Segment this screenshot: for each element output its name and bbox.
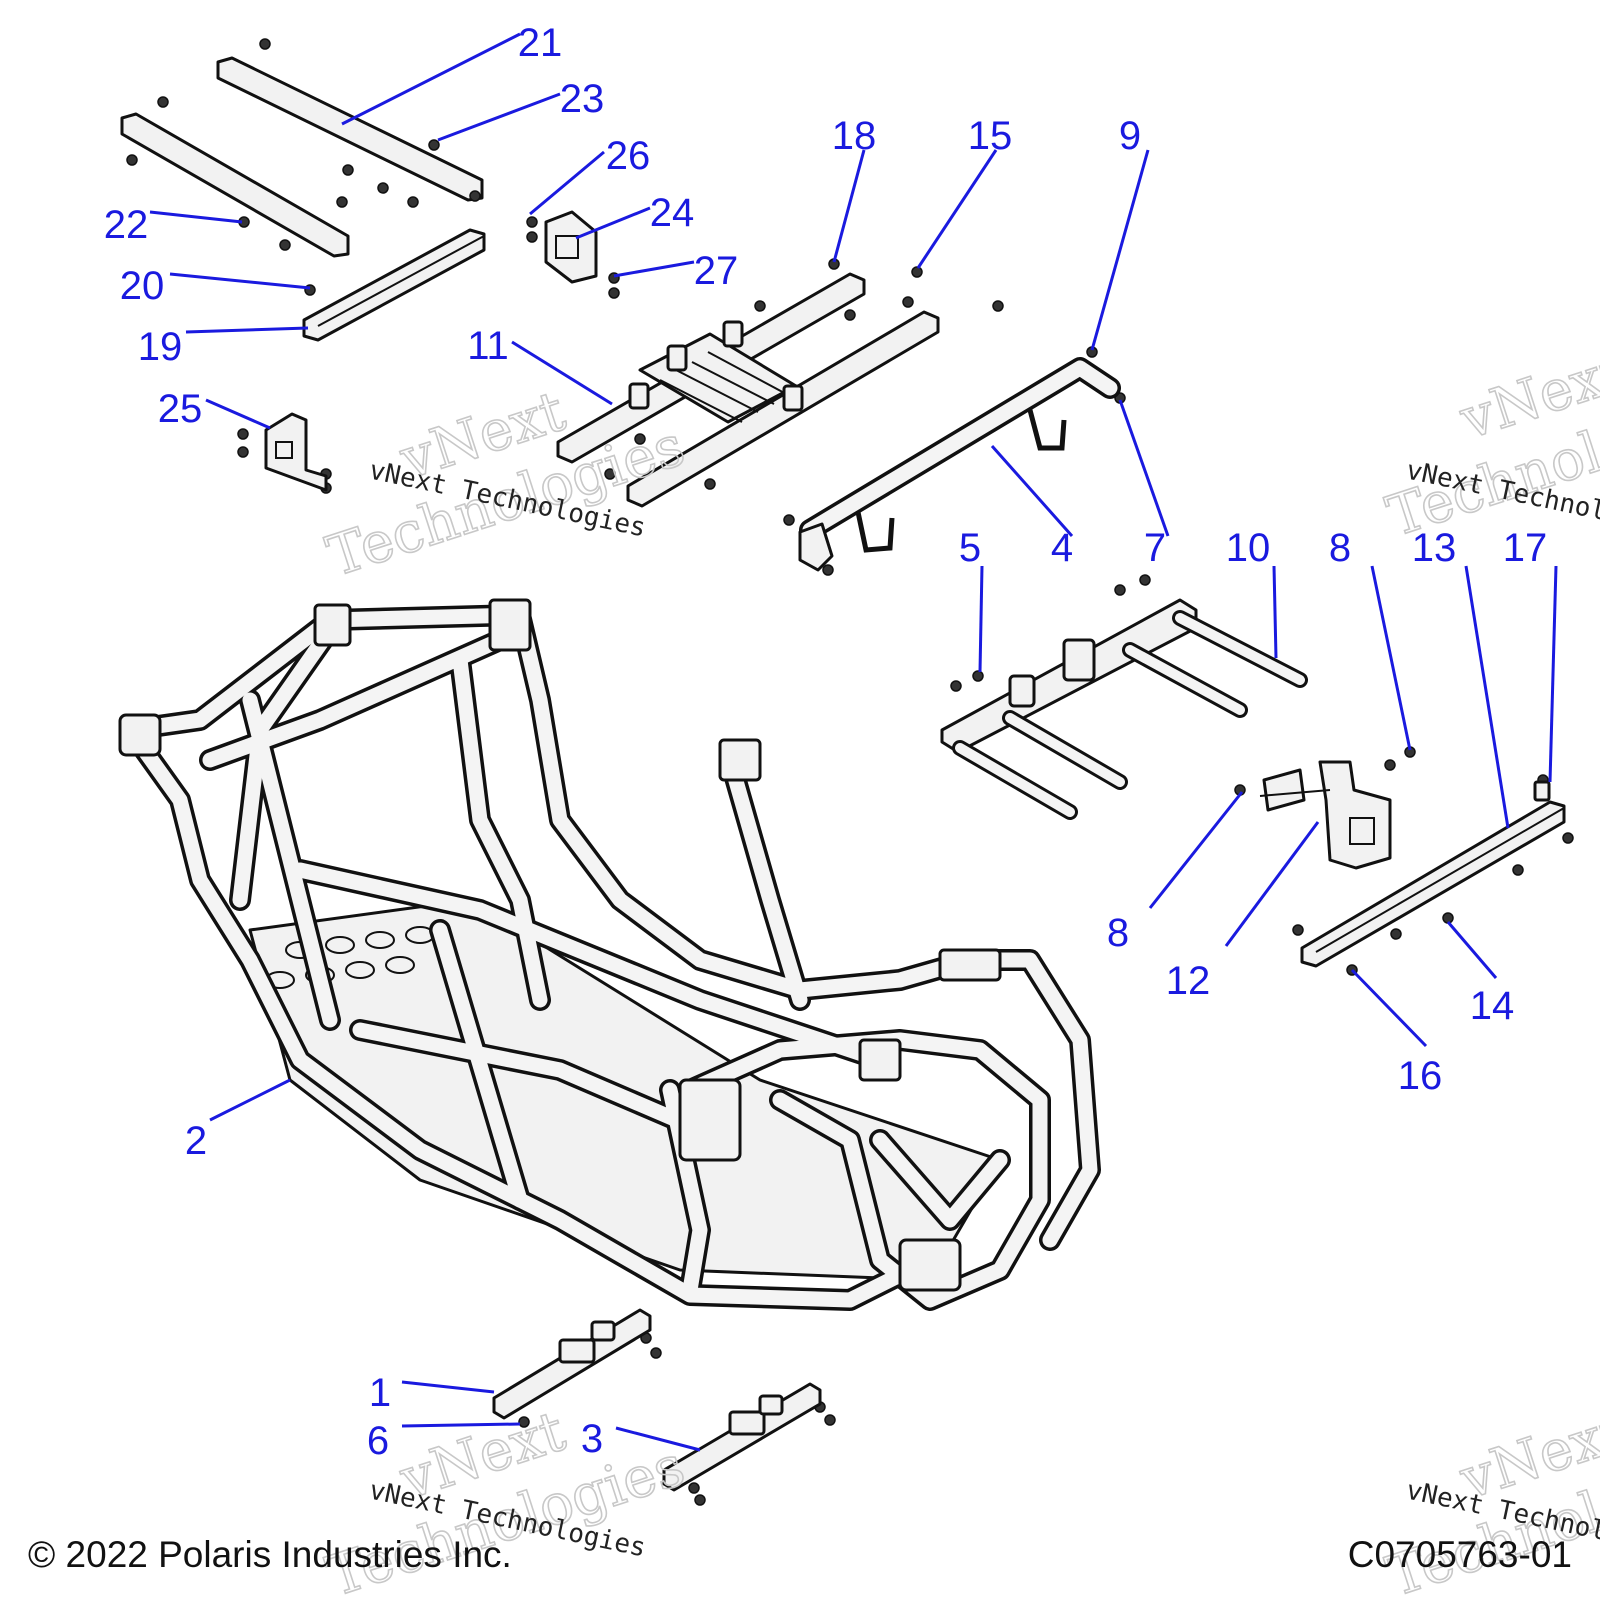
skid-plate-1 [492,1308,652,1420]
callout-1-25: 1 [369,1371,391,1415]
rail-19 [302,228,486,342]
callout-14-22: 14 [1470,984,1515,1028]
callout-22-5: 22 [104,203,149,247]
callout-4-14: 4 [1051,526,1073,570]
callout-20-6: 20 [120,264,165,308]
callout-24-3: 24 [650,191,695,235]
callout-8-20: 8 [1107,911,1129,955]
callout-9-12: 9 [1119,114,1141,158]
upper-cross-bar-21 [216,56,484,202]
callout-17-19: 17 [1503,526,1548,570]
callout-3-27: 3 [581,1417,603,1461]
callout-10-16: 10 [1226,526,1271,570]
fasteners [126,38,1574,1506]
callout-27-4: 27 [694,249,739,293]
callout-6-26: 6 [367,1419,389,1463]
callout-5-13: 5 [959,526,981,570]
subframe-11 [556,272,940,508]
drawing-code: C0705763-01 [1347,1534,1572,1575]
callout-26-2: 26 [606,134,651,178]
callout-8-17: 8 [1329,526,1351,570]
cross-tube-4 [798,357,1121,572]
callout-16-23: 16 [1398,1054,1443,1098]
rail-13 [1300,780,1566,968]
callout-11-9: 11 [467,324,509,368]
cross-member-10 [940,598,1308,820]
callout-23-1: 23 [560,77,605,121]
callout-7-15: 7 [1144,526,1166,570]
callout-12-21: 12 [1166,959,1211,1003]
callout-15-11: 15 [968,114,1013,158]
skid-plate-3 [662,1382,822,1492]
bracket-24 [544,210,598,284]
main-frame [118,598,1101,1311]
callout-19-7: 19 [138,325,183,369]
copyright-text: © 2022 Polaris Industries Inc. [28,1534,512,1575]
callout-2-24: 2 [185,1119,207,1163]
callout-18-10: 18 [832,114,877,158]
callout-25-8: 25 [158,387,203,431]
bracket-25 [264,412,328,492]
upper-cross-bar-22 [120,112,350,258]
leader-lines [149,32,1558,1452]
callout-13-18: 13 [1412,526,1457,570]
bracket-assembly-12 [1259,760,1392,870]
callout-21-0: 21 [518,21,563,65]
